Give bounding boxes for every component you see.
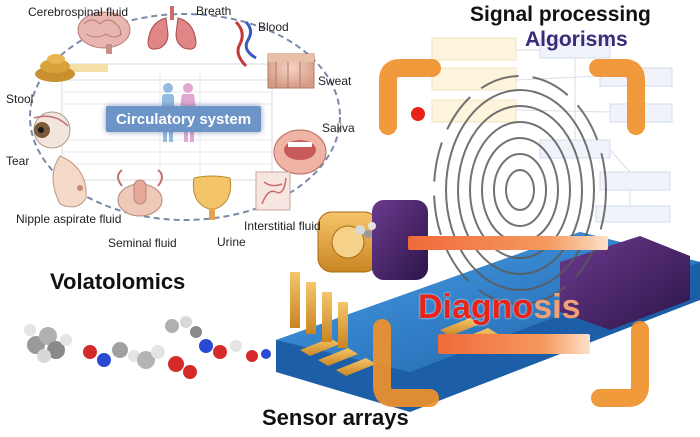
status-dot — [411, 107, 425, 121]
label-breath: Breath — [196, 4, 232, 18]
lungs-icon — [147, 6, 197, 50]
brain-icon — [77, 11, 131, 54]
label-tear: Tear — [6, 154, 30, 168]
heading-signal-processing: Signal processing — [470, 3, 651, 26]
blood-vessel-icon — [234, 20, 257, 68]
stool-icon — [35, 54, 75, 82]
male-reproductive-icon — [117, 169, 163, 217]
fingerprint-icon — [433, 75, 607, 305]
bladder-icon — [192, 175, 232, 220]
processing-frame — [373, 59, 649, 407]
label-nipple-aspirate-fluid: Nipple aspirate fluid — [16, 212, 122, 226]
label-saliva: Saliva — [322, 121, 355, 135]
diagnosis-tail: sis — [533, 288, 581, 326]
label-cerebrospinal-fluid: Cerebrospinal fluid — [28, 5, 129, 19]
label-sweat: Sweat — [318, 74, 352, 88]
signal-bar-upper — [408, 236, 608, 250]
tissue-icon — [255, 171, 291, 211]
label-seminal-fluid: Seminal fluid — [108, 236, 177, 250]
label-blood: Blood — [258, 20, 289, 34]
eye-icon — [33, 111, 71, 149]
heading-algorisms: Algorisms — [525, 28, 628, 51]
heading-sensor-arrays: Sensor arrays — [262, 405, 409, 430]
label-interstitial-fluid: Interstitial fluid — [244, 219, 321, 233]
mouth-icon — [273, 129, 327, 175]
breast-icon — [52, 155, 87, 208]
label-stool: Stool — [6, 92, 34, 106]
molecule-icon — [24, 222, 376, 379]
center-label-circulatory-system: Circulatory system — [106, 106, 261, 132]
label-urine: Urine — [217, 235, 246, 249]
heading-diagnosis: Diagnosis — [418, 290, 580, 324]
biofluid-circle — [29, 13, 341, 221]
signal-bar-lower — [438, 334, 590, 354]
heading-volatolomics: Volatolomics — [50, 269, 186, 294]
skin-icon — [267, 53, 315, 89]
diagnosis-main: Diagno — [418, 288, 534, 326]
